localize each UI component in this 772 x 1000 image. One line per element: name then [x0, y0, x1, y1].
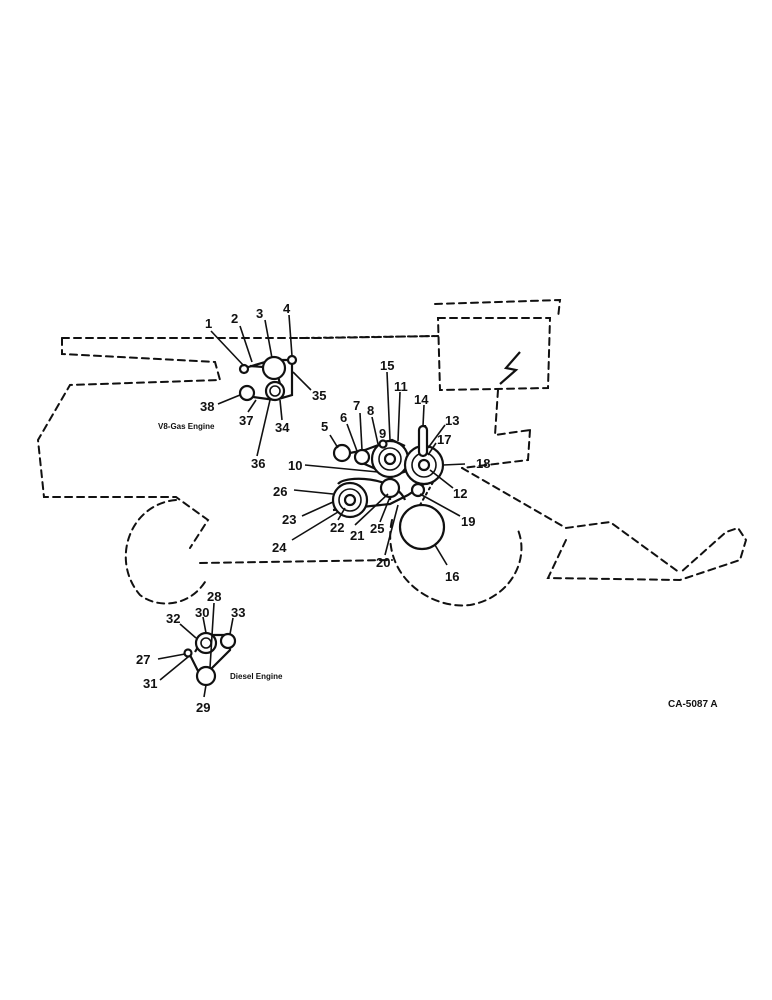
callout-20: 20	[376, 555, 390, 570]
idler-1	[238, 363, 250, 375]
callout-22: 22	[330, 520, 344, 535]
pulley-34	[264, 380, 286, 402]
callout-13: 13	[445, 413, 459, 428]
callout-3: 3	[256, 306, 263, 321]
callout-1: 1	[205, 316, 212, 331]
callout-9: 9	[379, 426, 386, 441]
pulley-5	[332, 443, 352, 463]
callout-31: 31	[143, 676, 157, 691]
pulley-16	[398, 503, 446, 551]
callout-14: 14	[414, 392, 429, 407]
callout-7: 7	[353, 398, 360, 413]
callout-10: 10	[288, 458, 302, 473]
drawing-reference-code: CA-5087 A	[668, 699, 718, 710]
leader-lines	[157, 314, 466, 698]
callout-35: 35	[312, 388, 326, 403]
pulley-6	[353, 448, 371, 466]
callout-numbers: 1 2 3 4 5 6 7 8 9 10 11 12 13 14 15 16 1…	[136, 301, 490, 715]
callout-24: 24	[272, 540, 287, 555]
pulley-29	[195, 665, 217, 687]
callout-26: 26	[273, 484, 287, 499]
callout-25: 25	[370, 521, 384, 536]
diesel-engine-label: Diesel Engine	[230, 672, 283, 681]
frame-details	[299, 335, 441, 506]
pulley-30	[194, 631, 218, 655]
callout-21: 21	[350, 528, 364, 543]
callout-18: 18	[476, 456, 490, 471]
callout-29: 29	[196, 700, 210, 715]
callout-30: 30	[195, 605, 209, 620]
pulley-33	[219, 632, 237, 650]
pulley-19	[410, 482, 426, 498]
pulley-3	[261, 355, 287, 381]
separator-drive	[331, 424, 446, 551]
callout-6: 6	[340, 410, 347, 425]
callout-5: 5	[321, 419, 328, 434]
diesel-engine-drive	[183, 631, 237, 687]
callout-11: 11	[394, 379, 408, 394]
callout-17: 17	[437, 432, 451, 447]
callout-32: 32	[166, 611, 180, 626]
idler-4	[286, 354, 298, 366]
idler-27	[183, 648, 193, 658]
callout-23: 23	[282, 512, 296, 527]
callout-16: 16	[445, 569, 459, 584]
callout-8: 8	[367, 403, 374, 418]
callout-27: 27	[136, 652, 150, 667]
callout-4: 4	[283, 301, 291, 316]
straw-spreader-symbol	[499, 351, 521, 385]
shaft-14	[417, 424, 429, 458]
idler-9	[378, 439, 388, 449]
callout-12: 12	[453, 486, 467, 501]
callout-28: 28	[207, 589, 221, 604]
callout-19: 19	[461, 514, 475, 529]
gas-engine-drive	[238, 354, 298, 402]
callout-33: 33	[231, 605, 245, 620]
callout-36: 36	[251, 456, 265, 471]
callout-15: 15	[380, 358, 394, 373]
gas-engine-label: V8-Gas Engine	[158, 422, 215, 431]
callout-2: 2	[231, 311, 238, 326]
pulley-37	[238, 384, 256, 402]
pulley-21	[379, 477, 401, 499]
callout-38: 38	[200, 399, 214, 414]
callout-34: 34	[275, 420, 290, 435]
callout-37: 37	[239, 413, 253, 428]
